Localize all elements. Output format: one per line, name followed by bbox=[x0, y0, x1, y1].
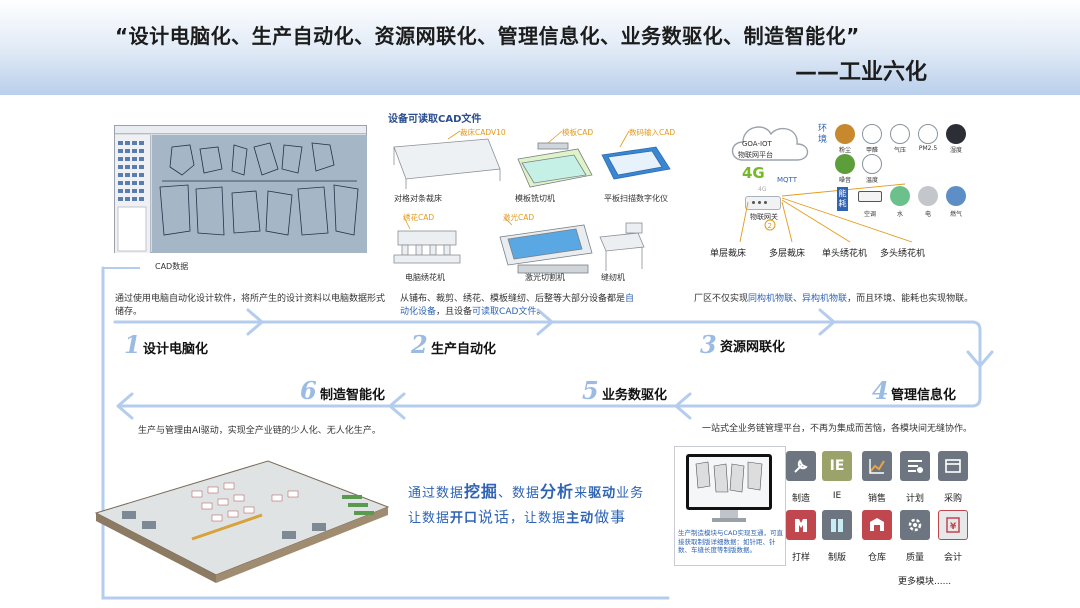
svg-text:¥: ¥ bbox=[950, 522, 957, 532]
step4-description: 一站式全业务链管理平台，不再为集成而苦恼，各模块间无缝协作。 bbox=[702, 423, 982, 436]
step3-description: 厂区不仅实现同构机物联、异构机物联，而且环境、能耗也实现物联。 bbox=[694, 293, 984, 306]
step3-label: 资源网联化 bbox=[720, 336, 785, 355]
step5-label: 业务数驱化 bbox=[602, 384, 667, 403]
module-sales-icon[interactable] bbox=[862, 451, 892, 481]
step6-label: 制造智能化 bbox=[320, 384, 385, 403]
module-label-pattern: 制版 bbox=[817, 550, 857, 563]
step4-label: 管理信息化 bbox=[891, 384, 956, 403]
module-pattern-icon[interactable] bbox=[822, 510, 852, 540]
smart-factory-illustration bbox=[92, 455, 392, 595]
step2-number: 2 bbox=[411, 330, 428, 359]
module-quality-icon[interactable] bbox=[900, 510, 930, 540]
slogan-line-2: 让数据开口说话，让数据主动做事 bbox=[408, 506, 626, 527]
module-label-manufacturing: 制造 bbox=[781, 491, 821, 504]
module-label-accounting: 会计 bbox=[933, 550, 973, 563]
step5-number: 5 bbox=[582, 376, 599, 405]
module-purchasing-icon[interactable] bbox=[938, 451, 968, 481]
monitor-icon bbox=[684, 452, 776, 526]
module-sampling-icon[interactable] bbox=[786, 510, 816, 540]
step2-description: 从铺布、裁剪、绣花、模板缝纫、后整等大部分设备都是自动化设备，且设备可读取CAD… bbox=[400, 293, 640, 319]
step6-number: 6 bbox=[300, 376, 317, 405]
module-accounting-icon[interactable]: ¥ bbox=[938, 510, 968, 540]
step2-label: 生产自动化 bbox=[431, 338, 496, 357]
module-label-planning: 计划 bbox=[895, 491, 935, 504]
module-planning-icon[interactable] bbox=[900, 451, 930, 481]
step1-number: 1 bbox=[124, 330, 141, 359]
step6-description: 生产与管理由AI驱动，实现全产业链的少人化、无人化生产。 bbox=[138, 425, 438, 438]
cad-integration-description: 生产制造模块与CAD实现互通，可直接获取制版详细数据：如针距、针数、车缝长度等制… bbox=[678, 529, 784, 555]
step1-description: 通过使用电脑自动化设计软件，将所产生的设计资料以电脑数据形式储存。 bbox=[115, 293, 385, 319]
module-manufacturing-icon[interactable] bbox=[786, 451, 816, 481]
slogan-line-1: 通过数据挖掘、数据分析来驱动业务 bbox=[408, 478, 644, 502]
step1-label: 设计电脑化 bbox=[143, 338, 208, 357]
module-label-sampling: 打样 bbox=[781, 550, 821, 563]
module-ie-icon[interactable]: IE bbox=[822, 451, 852, 481]
module-label-sales: 销售 bbox=[857, 491, 897, 504]
module-label-quality: 质量 bbox=[895, 550, 935, 563]
module-label-ie: IE bbox=[817, 491, 857, 501]
module-label-warehouse: 仓库 bbox=[857, 550, 897, 563]
module-warehouse-icon[interactable] bbox=[862, 510, 892, 540]
more-modules-link[interactable]: 更多模块...... bbox=[898, 574, 951, 587]
module-label-purchasing: 采购 bbox=[933, 491, 973, 504]
step3-number: 3 bbox=[700, 330, 717, 359]
step4-number: 4 bbox=[872, 376, 889, 405]
